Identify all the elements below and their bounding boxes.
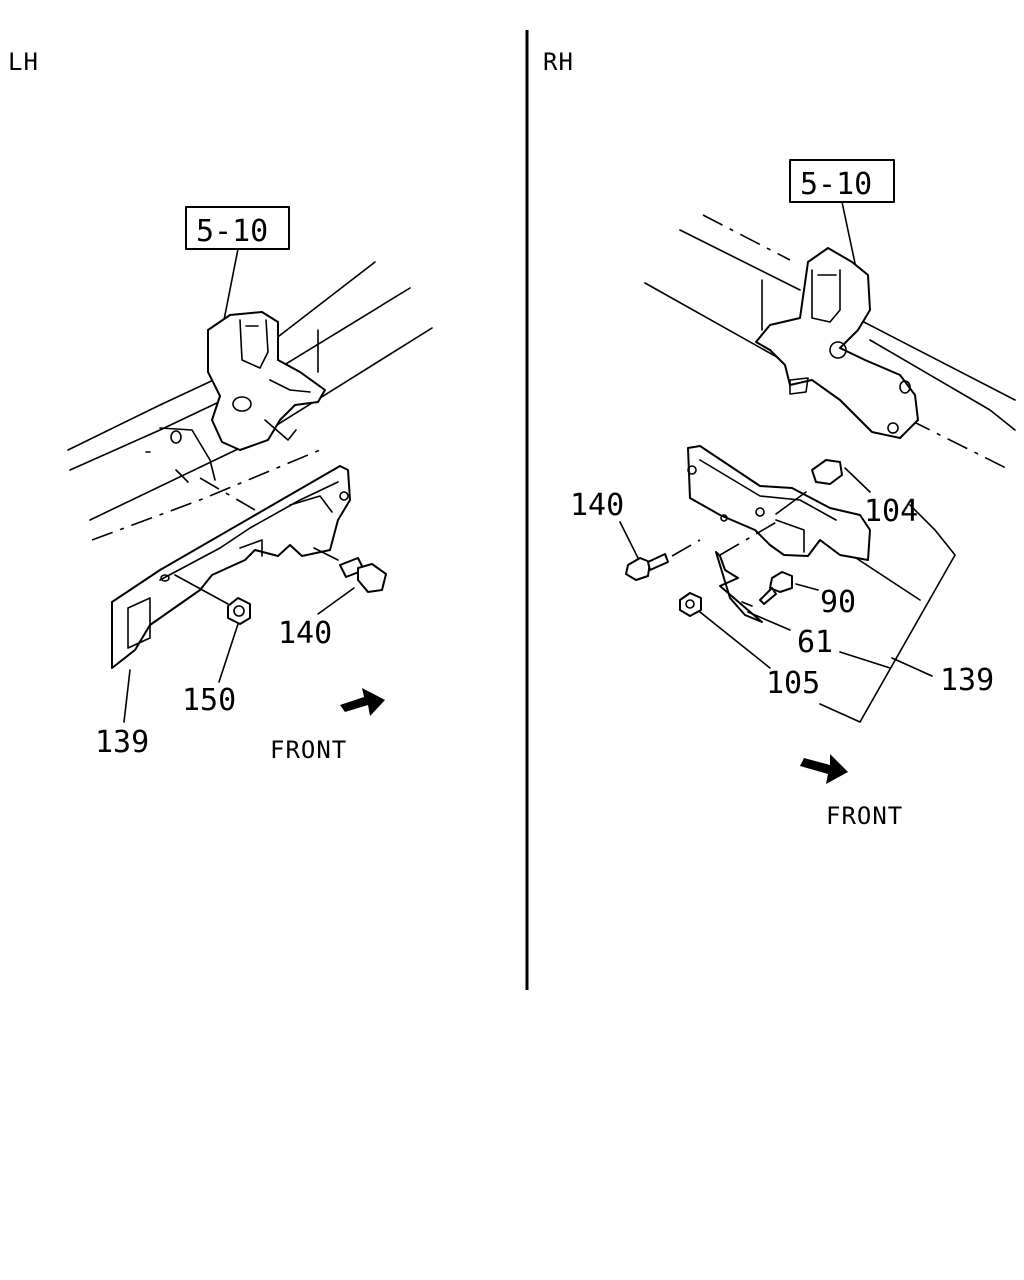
rh-title: RH bbox=[543, 48, 574, 76]
rh-part-90-bolt[interactable] bbox=[759, 571, 819, 605]
rh-front-arrow-icon bbox=[800, 754, 848, 784]
rh-part-140-bolt[interactable] bbox=[619, 521, 701, 581]
lh-part-140-bolt[interactable] bbox=[313, 547, 387, 593]
rh-front-label: FRONT bbox=[826, 802, 903, 830]
lh-front-arrow-icon bbox=[340, 688, 385, 716]
rh-callout-90: 90 bbox=[820, 585, 856, 620]
lh-title: LH bbox=[8, 48, 39, 76]
lh-callout-140: 140 bbox=[278, 616, 332, 651]
rh-callout-140: 140 bbox=[570, 488, 624, 523]
rh-callout-105: 105 bbox=[766, 666, 820, 701]
lh-ref-box[interactable]: 5-10 bbox=[185, 206, 290, 250]
rh-part-61-plate[interactable] bbox=[715, 551, 763, 623]
lh-engine-mount bbox=[145, 311, 326, 483]
lh-part-150-nut[interactable] bbox=[174, 574, 251, 625]
rh-ref-box[interactable]: 5-10 bbox=[789, 159, 895, 203]
lh-panel: LH 5-10 bbox=[8, 48, 433, 764]
lh-callout-139: 139 bbox=[95, 725, 149, 760]
lh-callout-150: 150 bbox=[182, 683, 236, 718]
rh-part-105-nut[interactable] bbox=[679, 592, 771, 669]
rh-callout-139: 139 bbox=[940, 663, 994, 698]
rh-callout-61: 61 bbox=[797, 625, 833, 660]
rh-engine-mount bbox=[755, 247, 919, 439]
lh-part-139-bracket[interactable] bbox=[111, 465, 351, 669]
rh-part-104-bolt[interactable] bbox=[775, 459, 871, 515]
rh-part-139-bracket[interactable] bbox=[687, 445, 871, 561]
lh-front-label: FRONT bbox=[270, 736, 347, 764]
rh-callout-104: 104 bbox=[864, 494, 918, 529]
rh-ref-label: 5-10 bbox=[800, 167, 872, 202]
lh-ref-label: 5-10 bbox=[196, 214, 268, 249]
rh-panel: RH 5-10 bbox=[543, 48, 1016, 830]
